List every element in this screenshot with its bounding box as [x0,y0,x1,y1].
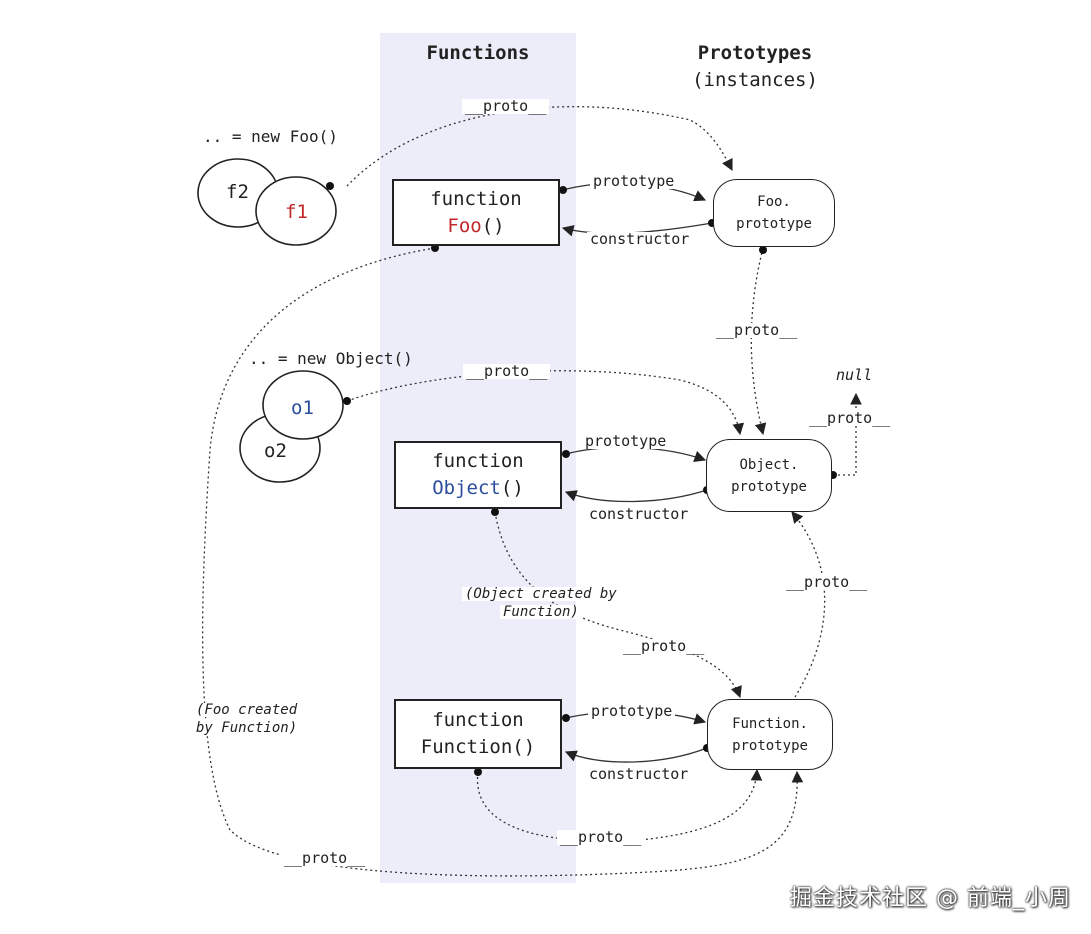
constructor-label-foo: constructor [587,232,693,247]
new-foo-label: .. = new Foo() [203,127,338,146]
prototype-label-object: prototype [582,434,670,449]
edge-f1-proto [346,106,733,187]
proto-label-functionfn: __proto__ [557,830,645,845]
function-function-keyword: function [432,709,524,731]
function-function-name: Function() [420,736,536,758]
function-prototype-box: Function. prototype [707,699,833,770]
constructor-label-object: constructor [586,507,692,522]
function-foo-name: Foo [447,214,482,237]
function-object-keyword: function [432,450,524,472]
object-prototype-line2: prototype [731,478,807,495]
instances-subheader: (instances) [692,69,818,91]
functions-header: Functions [426,42,530,64]
foo-prototype-box: Foo. prototype [713,179,835,247]
foo-prototype-line1: Foo. [757,194,791,210]
f1-circle [255,176,337,246]
edge-foofn-proto [201,247,804,877]
function-prototype-line2: prototype [732,737,808,754]
function-object-box: function Object() [394,441,562,509]
dot-f1 [326,182,334,190]
object-created-note-line1: (Object created by [462,587,620,601]
proto-label-foofn: __proto__ [281,851,369,866]
dot-object-prototype [562,450,570,458]
f1-label: f1 [285,201,308,223]
dot-o1 [343,397,351,405]
function-foo-signature: Foo() [447,213,504,240]
f2-label: f2 [226,181,249,203]
proto-label-o1: __proto__ [463,364,551,379]
object-prototype-line1: Object. [739,456,799,473]
edge-objproto-null [833,392,862,476]
edge-fnproto-proto [791,511,826,698]
proto-label-objectfn: __proto__ [620,639,708,654]
object-prototype-box: Object. prototype [706,439,832,512]
prototype-label-function: prototype [588,704,676,719]
o1-circle [262,370,344,440]
dot-foo-prototype [559,186,567,194]
function-prototype-line1: Function. [732,715,808,732]
proto-label-fnproto: __proto__ [783,575,871,590]
o1-label: o1 [291,397,314,419]
edge-fooproto-proto [750,247,767,436]
edge-function-constructor [564,747,708,763]
dot-functionfn-proto [474,768,482,776]
prototypes-header: Prototypes [697,42,813,64]
function-foo-parens: () [481,214,505,237]
new-object-label: .. = new Object() [249,349,413,368]
watermark: 掘金技术社区 @ 前端_小周 [790,886,1071,911]
dot-foofn-proto [431,244,439,252]
function-function-box: function Function() [394,699,562,769]
foo-created-note-line2: by Function) [193,721,301,735]
prototype-label-foo: prototype [590,174,678,189]
proto-label-objproto: __proto__ [806,411,894,426]
dot-fooproto-proto [759,246,767,254]
function-object-signature: Object() [432,475,524,502]
function-foo-keyword: function [430,187,522,210]
edge-objectfn-proto [494,511,742,699]
edge-object-constructor [564,489,708,503]
proto-label-fooproto: __proto__ [713,323,801,338]
proto-label-f1: __proto__ [462,99,550,114]
function-object-name: Object [432,477,501,499]
foo-prototype-line2: prototype [736,216,812,232]
function-foo-box: function Foo() [392,179,560,246]
function-object-parens: () [500,477,524,499]
constructor-label-function: constructor [586,767,692,782]
foo-created-note-line1: (Foo created [193,703,301,717]
o2-label: o2 [264,440,287,462]
null-label: null [836,366,873,384]
dot-function-prototype [562,714,570,722]
object-created-note-line2: Function) [500,605,582,619]
dot-objectfn-proto [491,508,499,516]
